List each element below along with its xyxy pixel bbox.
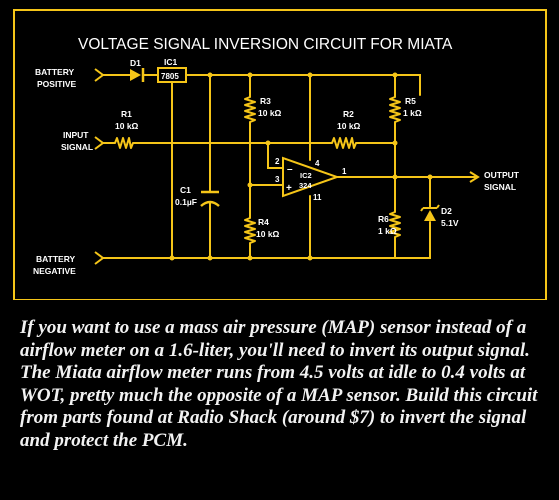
label-battery-positive-2: POSITIVE xyxy=(37,79,77,89)
regulator-ic1 xyxy=(157,67,187,83)
label-output-signal-1: OUTPUT xyxy=(484,170,520,180)
opamp-ic2 xyxy=(282,156,341,198)
label-r3-value: 10 kΩ xyxy=(258,108,282,118)
resistor-r1 xyxy=(114,137,134,149)
label-pin2: 2 xyxy=(275,157,280,166)
label-r4: R4 xyxy=(258,217,269,227)
wire-pin2 xyxy=(267,142,284,169)
label-c1-value: 0.1µF xyxy=(175,197,197,207)
figure-caption: If you want to use a mass air pressure (… xyxy=(20,317,538,451)
circuit-schematic: VOLTAGE SIGNAL INVERSION CIRCUIT FOR MIA… xyxy=(13,9,547,300)
label-pin1: 1 xyxy=(342,167,347,176)
label-r1: R1 xyxy=(121,109,132,119)
schematic-frame xyxy=(13,9,547,300)
label-output-signal-2: SIGNAL xyxy=(484,182,516,192)
label-pin11: 11 xyxy=(313,193,322,202)
arrow-battery-positive xyxy=(94,68,105,82)
arrow-input-signal xyxy=(94,136,105,150)
wires xyxy=(102,74,476,259)
diode-d1 xyxy=(130,68,145,82)
label-battery-positive-1: BATTERY xyxy=(35,67,75,77)
label-r5-value: 1 kΩ xyxy=(403,108,422,118)
label-input-signal-2: SIGNAL xyxy=(61,142,93,152)
capacitor-c1 xyxy=(200,190,220,207)
terminal-arrows xyxy=(94,68,480,265)
label-r4-value: 10 kΩ xyxy=(256,229,280,239)
resistor-r6 xyxy=(389,211,401,238)
label-pin4: 4 xyxy=(315,159,320,168)
label-opamp-minus: – xyxy=(287,164,293,175)
label-c1: C1 xyxy=(180,185,191,195)
label-d2: D2 xyxy=(441,206,452,216)
arrow-output-signal xyxy=(469,171,480,183)
label-d2-value: 5.1V xyxy=(441,218,459,228)
resistor-r3 xyxy=(244,96,256,123)
label-r2-value: 10 kΩ xyxy=(337,121,361,131)
label-pin3: 3 xyxy=(275,175,280,184)
label-r1-value: 10 kΩ xyxy=(115,121,139,131)
label-battery-negative-2: NEGATIVE xyxy=(33,266,76,276)
label-r2: R2 xyxy=(343,109,354,119)
label-ic1: IC1 xyxy=(164,57,178,67)
resistor-r2 xyxy=(331,137,357,149)
zener-d2 xyxy=(420,204,440,221)
wire-d2-bottom xyxy=(394,221,431,259)
label-ic1-part: 7805 xyxy=(161,72,179,81)
label-r3: R3 xyxy=(260,96,271,106)
resistor-r4 xyxy=(244,217,256,244)
label-r6-value: 1 kΩ xyxy=(378,226,397,236)
diagram-title: VOLTAGE SIGNAL INVERSION CIRCUIT FOR MIA… xyxy=(78,36,453,53)
label-r6: R6 xyxy=(378,214,389,224)
junction-dots xyxy=(169,72,433,261)
resistors xyxy=(114,96,401,244)
label-ic2: IC2 xyxy=(300,171,312,180)
label-opamp-plus: + xyxy=(286,183,292,194)
label-r5: R5 xyxy=(405,96,416,106)
wire-ic1-output xyxy=(184,74,421,96)
label-ic2-part: 324 xyxy=(299,181,312,190)
label-battery-negative-1: BATTERY xyxy=(36,254,76,264)
arrow-battery-negative xyxy=(94,251,105,265)
label-input-signal-1: INPUT xyxy=(63,130,89,140)
label-d1: D1 xyxy=(130,58,141,68)
resistor-r5 xyxy=(389,96,401,123)
